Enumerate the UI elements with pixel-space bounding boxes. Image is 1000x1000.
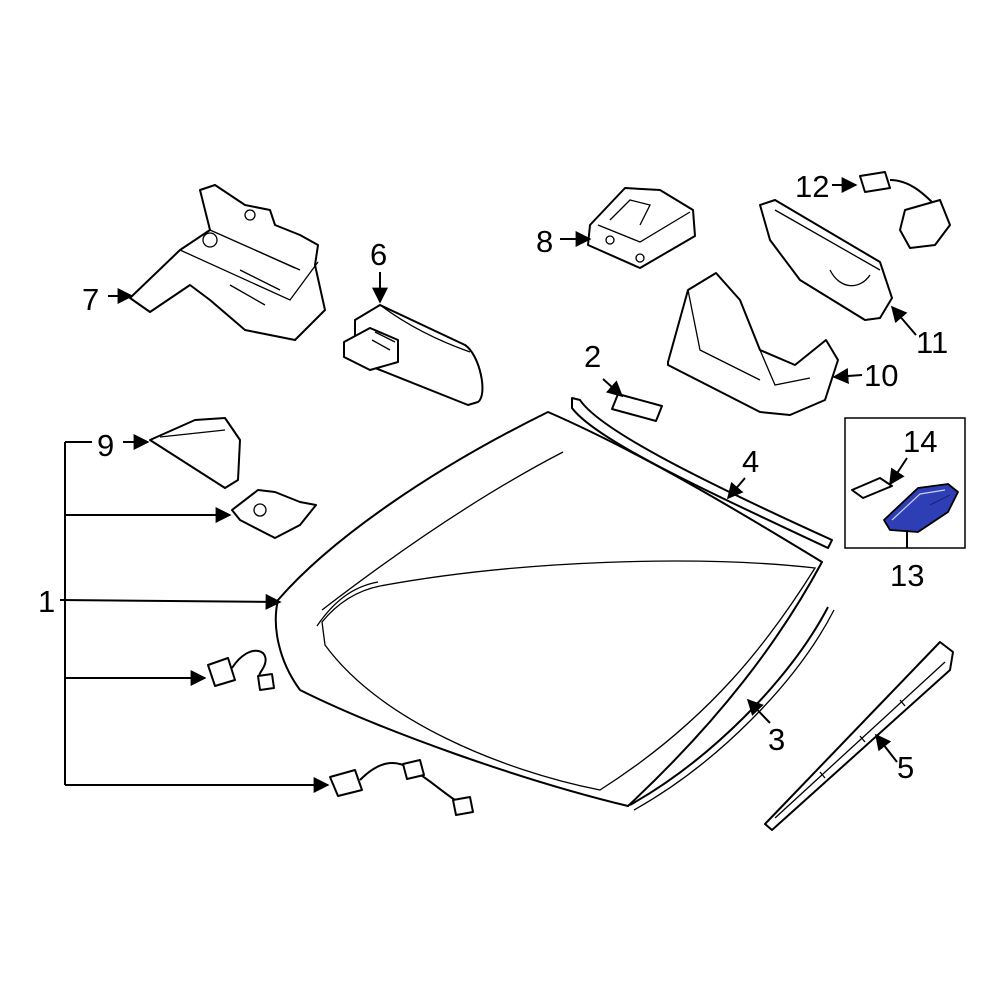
callout-7: 7 [82,282,99,317]
wire-harness-a[interactable] [207,649,275,691]
upper-molding[interactable] [571,397,833,549]
wire-harness-b[interactable] [329,759,474,816]
camera-sensor-13[interactable] [883,483,959,533]
tag-label[interactable] [611,393,663,422]
callout-1-bracket [59,441,330,793]
callout-1: 1 [38,584,55,619]
callout-13: 13 [890,558,924,593]
callout-4: 4 [742,444,759,479]
lower-cover[interactable] [759,199,893,321]
callout-11: 11 [916,325,948,360]
side-molding[interactable] [629,606,835,811]
callout-3: 3 [768,722,785,757]
small-bracket[interactable] [231,489,317,539]
side-trim[interactable] [149,417,241,489]
rearview-mirror[interactable] [343,304,484,406]
callout-10: 10 [864,358,898,393]
wiring-connector-12[interactable] [859,171,951,249]
upper-cover[interactable] [667,272,839,416]
leader-lines [108,177,917,763]
windshield-glass[interactable] [274,411,823,807]
callout-2: 2 [584,339,601,374]
callout-5: 5 [897,750,914,785]
mounting-bracket[interactable] [129,184,326,341]
sensor-bracket[interactable] [587,187,696,269]
clip-14[interactable] [851,477,893,499]
callout-6: 6 [370,237,387,272]
callout-12: 12 [795,169,829,204]
cowl-strip[interactable] [764,641,954,831]
callout-8: 8 [536,224,553,259]
callout-14: 14 [903,424,937,459]
inset-box [844,417,966,549]
callout-9: 9 [97,428,114,463]
